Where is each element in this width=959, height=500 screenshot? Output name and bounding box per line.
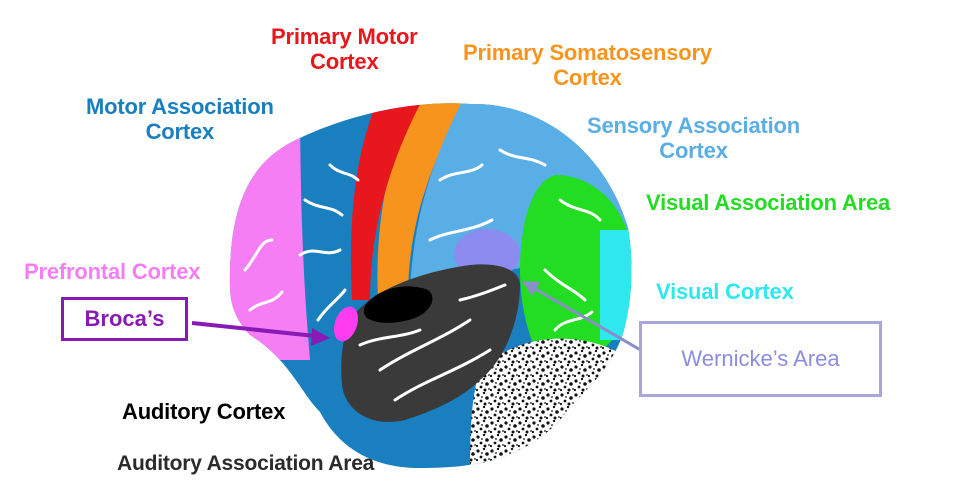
auditory-association-area-label: Auditory Association Area bbox=[117, 452, 374, 476]
primary-motor-cortex-label: Primary Motor Cortex bbox=[271, 24, 418, 75]
visual-cortex-label: Visual Cortex bbox=[656, 279, 794, 304]
wernickes-callout-text: Wernicke’s Area bbox=[681, 346, 839, 372]
sensory-association-cortex-label: Sensory Association Cortex bbox=[587, 113, 800, 164]
brocas-callout: Broca’s bbox=[61, 297, 188, 341]
prefrontal-cortex-label: Prefrontal Cortex bbox=[24, 259, 200, 284]
visual-cortex-region bbox=[600, 230, 640, 340]
motor-association-cortex-label: Motor Association Cortex bbox=[86, 94, 274, 145]
auditory-cortex-label: Auditory Cortex bbox=[122, 399, 285, 424]
primary-somatosensory-cortex-label: Primary Somatosensory Cortex bbox=[463, 40, 712, 91]
visual-association-area-label: Visual Association Area bbox=[646, 190, 890, 215]
wernickes-callout: Wernicke’s Area bbox=[639, 321, 882, 397]
brocas-callout-text: Broca’s bbox=[85, 306, 165, 332]
